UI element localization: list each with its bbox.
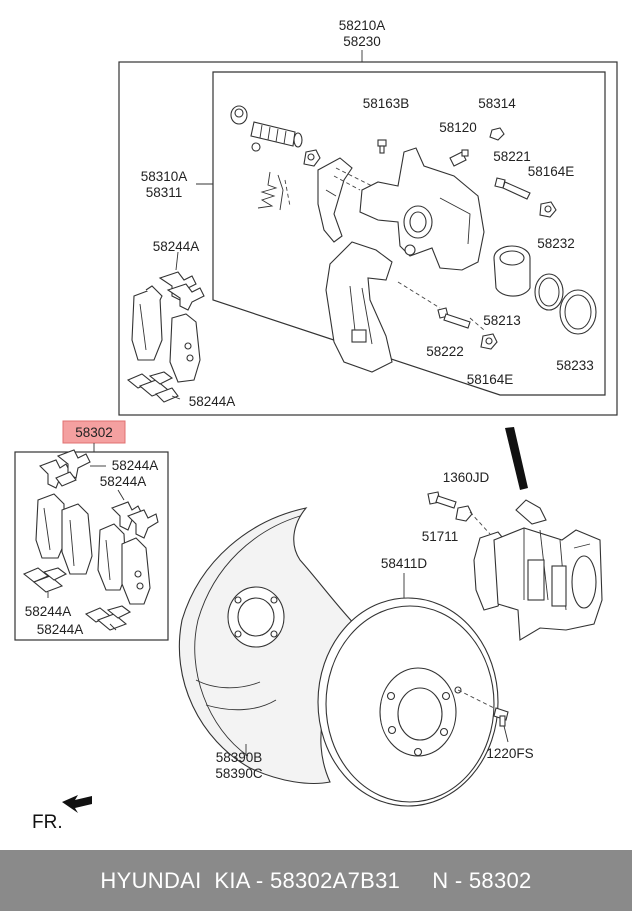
bolt-58222 xyxy=(437,307,471,329)
label-58163B: 58163B xyxy=(363,96,410,111)
washer-1360JD xyxy=(455,505,473,522)
pad-clips-kit-mid xyxy=(111,501,159,539)
label-58244A-3: 58244A xyxy=(112,458,159,473)
shims-kit-2 xyxy=(84,605,132,631)
brake-pad-kit-2 xyxy=(61,503,93,575)
label-58120: 58120 xyxy=(439,120,477,135)
nut-58164E-top xyxy=(539,201,557,218)
label-58222: 58222 xyxy=(426,344,464,359)
brake-pad-kit-1 xyxy=(35,493,65,559)
brake-pad-kit-4 xyxy=(121,537,151,605)
brake-pad-outer xyxy=(169,313,201,383)
label-58244A-6: 58244A xyxy=(37,622,84,637)
brake-pad-inner xyxy=(131,285,163,361)
pad-clips-kit-top xyxy=(39,449,91,489)
label-58390C: 58390C xyxy=(215,766,263,781)
guide-pin-boot xyxy=(250,121,303,148)
pointer-arrow xyxy=(505,427,528,490)
piston-58213 xyxy=(493,245,531,297)
clip-part xyxy=(251,142,261,152)
shims-upper xyxy=(126,371,179,403)
label-58310A: 58310A xyxy=(141,169,188,184)
label-1220FS: 1220FS xyxy=(486,746,533,761)
label-58244A-5: 58244A xyxy=(25,604,72,619)
label-58221: 58221 xyxy=(493,149,531,164)
label-58213: 58213 xyxy=(483,313,521,328)
caliper-housing xyxy=(359,147,485,271)
pad-clips-upper xyxy=(158,271,205,311)
label-58230: 58230 xyxy=(343,34,381,49)
dust-shield xyxy=(178,507,361,784)
nut-58164E-bottom xyxy=(480,333,498,350)
seal-58232 xyxy=(534,273,564,311)
label-58314: 58314 xyxy=(478,96,516,111)
pad-kit-frame xyxy=(14,451,169,641)
label-58390B: 58390B xyxy=(216,750,263,765)
label-58311: 58311 xyxy=(146,185,183,200)
front-direction-arrow xyxy=(62,795,92,813)
label-58244A-2: 58244A xyxy=(189,394,236,409)
label-58302: 58302 xyxy=(75,425,113,440)
label-58244A-4: 58244A xyxy=(100,474,147,489)
spring-part xyxy=(257,171,284,211)
caliper-assembly-frame xyxy=(118,61,618,416)
parts-diagram: 58210A 58230 58163B 58314 58120 58221 58… xyxy=(14,18,618,833)
label-1360JD: 1360JD xyxy=(443,470,490,485)
label-front: FR. xyxy=(32,812,63,833)
label-58210A: 58210A xyxy=(339,18,386,33)
footer-part-number: HYUNDAI KIA - 58302A7B31 N - 58302 xyxy=(100,867,532,893)
label-58164E-bottom: 58164E xyxy=(467,372,514,387)
label-58411D: 58411D xyxy=(381,556,428,571)
bolt-58163B xyxy=(377,139,387,154)
label-58233: 58233 xyxy=(556,358,594,373)
label-58232: 58232 xyxy=(537,236,575,251)
footer-bar: HYUNDAI KIA - 58302A7B31 N - 58302 xyxy=(0,850,632,911)
shims-kit-1 xyxy=(22,567,68,593)
nut-58314 xyxy=(303,149,321,167)
nut-58314-top xyxy=(489,127,505,141)
caliper-body-frame xyxy=(212,71,606,396)
screw-1220FS xyxy=(493,707,509,727)
caliper-carrier xyxy=(325,241,393,373)
bolt-58221 xyxy=(494,177,531,200)
caliper-assembly-installed xyxy=(473,499,603,641)
caliper-bracket xyxy=(317,157,353,243)
boot-58233 xyxy=(559,289,597,335)
bolt-51711 xyxy=(427,491,457,509)
dust-boot-part xyxy=(230,105,248,125)
label-58164E-top: 58164E xyxy=(528,164,575,179)
brake-disc xyxy=(317,597,499,807)
bleeder-58120 xyxy=(449,149,469,167)
label-51711: 51711 xyxy=(422,529,459,544)
label-58244A-1: 58244A xyxy=(153,239,200,254)
